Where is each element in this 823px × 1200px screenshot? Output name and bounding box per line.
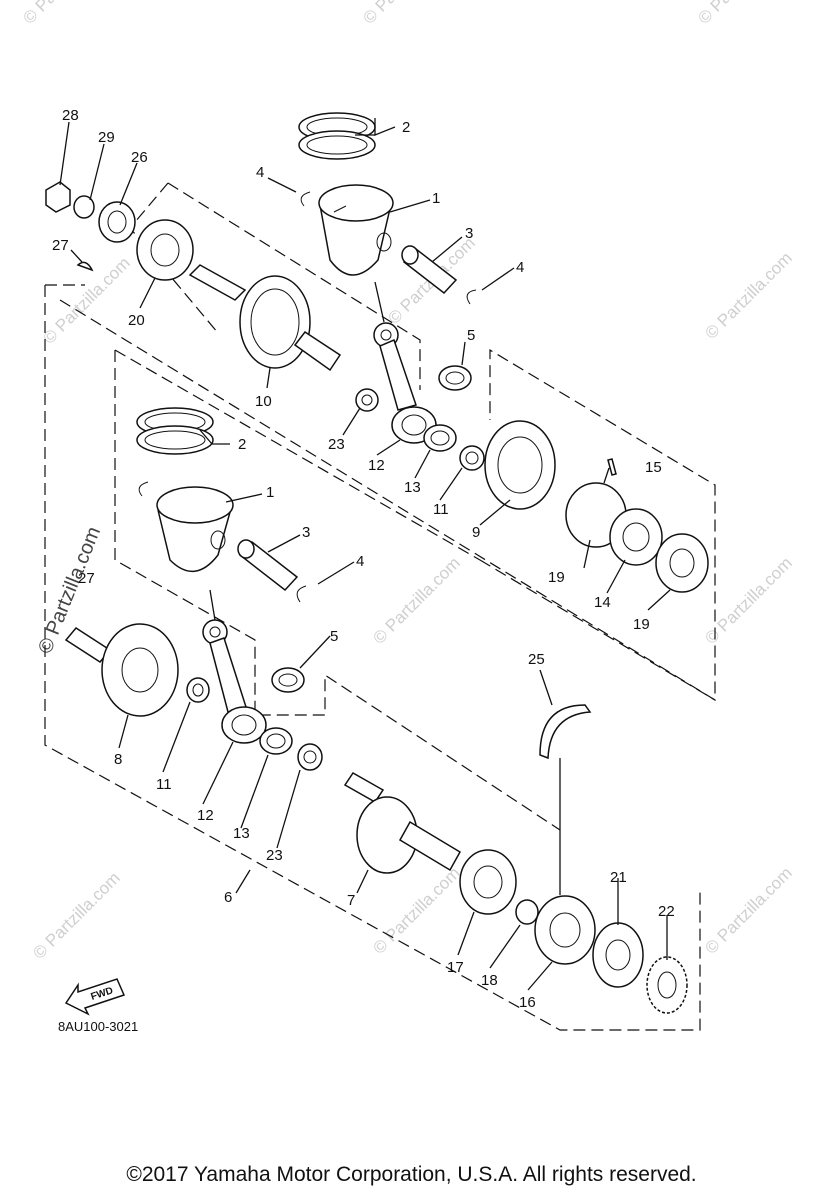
needle-bearing-13-upper xyxy=(423,424,457,452)
watermark: © Partzilla.com xyxy=(29,868,123,962)
callout-20: 20 xyxy=(128,312,145,329)
callout-26: 26 xyxy=(131,149,148,166)
callout-28: 28 xyxy=(62,107,79,124)
watermark: © Partzilla.com xyxy=(19,0,113,28)
callout-19-right: 19 xyxy=(633,616,650,633)
watermark: © Partzilla.com xyxy=(694,0,788,28)
callout-8: 8 xyxy=(114,751,122,768)
pin-15 xyxy=(607,458,617,476)
circlips-lower xyxy=(138,481,307,603)
lower-con-rod xyxy=(202,619,267,744)
callout-4-lower: 4 xyxy=(356,553,364,570)
upper-piston-pin xyxy=(401,245,458,295)
crank-half-7 xyxy=(343,772,462,874)
callout-18: 18 xyxy=(481,972,498,989)
assembly-outlines xyxy=(44,182,716,1031)
callout-4-upper-left: 4 xyxy=(256,164,264,181)
washer-11-upper xyxy=(459,445,485,471)
callouts: 28 29 26 27 20 4 2 1 3 4 5 10 23 12 13 1… xyxy=(52,107,675,1011)
crank-half-8 xyxy=(64,623,179,717)
callout-12-lower: 12 xyxy=(197,807,214,824)
watermark: © Partzilla.com xyxy=(701,248,795,342)
lower-piston xyxy=(156,486,234,573)
washer-29 xyxy=(73,195,95,219)
callout-15: 15 xyxy=(645,459,662,476)
oil-seal-26 xyxy=(98,201,136,243)
callout-17: 17 xyxy=(447,959,464,976)
callout-1-upper: 1 xyxy=(432,190,440,207)
callout-13-lower: 13 xyxy=(233,825,250,842)
callout-3-lower: 3 xyxy=(302,524,310,541)
callout-23-lower: 23 xyxy=(266,847,283,864)
callout-10: 10 xyxy=(255,393,272,410)
upper-needle-bearing-5 xyxy=(438,365,472,391)
exploded-parts-diagram: © Partzilla.com © Partzilla.com © Partzi… xyxy=(19,0,796,1031)
callout-25: 25 xyxy=(528,651,545,668)
callout-13-upper: 13 xyxy=(404,479,421,496)
watermark: © Partzilla.com xyxy=(359,0,453,28)
oil-seal-21 xyxy=(592,922,644,988)
key-27 xyxy=(76,261,94,272)
callout-11-upper: 11 xyxy=(433,501,449,518)
upper-con-rod xyxy=(373,322,437,444)
callout-12-upper: 12 xyxy=(368,457,385,474)
callout-5-lower: 5 xyxy=(330,628,338,645)
upper-piston xyxy=(318,184,394,276)
callout-1-lower: 1 xyxy=(266,484,274,501)
callout-22: 22 xyxy=(658,903,675,920)
callout-2-upper: 2 xyxy=(402,119,410,136)
copyright-notice: ©2017 Yamaha Motor Corporation, U.S.A. A… xyxy=(126,1163,697,1186)
watermark: © Partzilla.com xyxy=(369,863,463,957)
washer-23-lower xyxy=(297,743,323,771)
lower-piston-pin xyxy=(237,539,299,592)
callout-11-lower: 11 xyxy=(156,776,172,793)
crank-half-10 xyxy=(188,264,342,372)
callout-27: 27 xyxy=(52,237,69,254)
lower-piston-rings xyxy=(136,407,214,455)
needle-bearing-13-lower xyxy=(259,727,293,755)
washer-11-lower xyxy=(186,677,210,703)
callout-27-lower: 27 xyxy=(78,570,95,587)
callout-2-lower: 2 xyxy=(238,436,246,453)
washer-23-upper xyxy=(355,388,379,412)
lower-needle-bearing-5 xyxy=(271,667,305,693)
callout-6: 6 xyxy=(224,889,232,906)
callout-4-upper-right: 4 xyxy=(516,259,524,276)
sprocket-22 xyxy=(646,956,688,1014)
callout-19-left: 19 xyxy=(548,569,565,586)
callout-7: 7 xyxy=(347,892,355,909)
nut-28 xyxy=(45,181,71,213)
upper-piston-rings xyxy=(298,112,376,160)
callout-16: 16 xyxy=(519,994,536,1011)
crank-web-9 xyxy=(484,420,556,510)
leader-lines xyxy=(59,118,671,991)
diagram-code: 8AU100-3021 xyxy=(58,1019,139,1034)
clip-25 xyxy=(539,704,592,760)
circlips-upper xyxy=(300,191,477,305)
callout-29: 29 xyxy=(98,129,115,146)
fwd-arrow: FWD xyxy=(64,978,126,1016)
washer-18 xyxy=(515,899,539,925)
bearing-19-right xyxy=(655,533,709,593)
callout-14: 14 xyxy=(594,594,611,611)
watermark: © Partzilla.com xyxy=(369,553,463,647)
callout-21: 21 xyxy=(610,869,627,886)
callout-5-upper: 5 xyxy=(467,327,475,344)
bearing-17 xyxy=(459,849,517,915)
bearing-16 xyxy=(534,895,596,965)
callout-9: 9 xyxy=(472,524,480,541)
callout-3-upper: 3 xyxy=(465,225,473,242)
callout-23-upper: 23 xyxy=(328,436,345,453)
bearing-20 xyxy=(136,219,194,281)
watermark: © Partzilla.com xyxy=(701,863,795,957)
crank-center-14 xyxy=(565,482,663,566)
